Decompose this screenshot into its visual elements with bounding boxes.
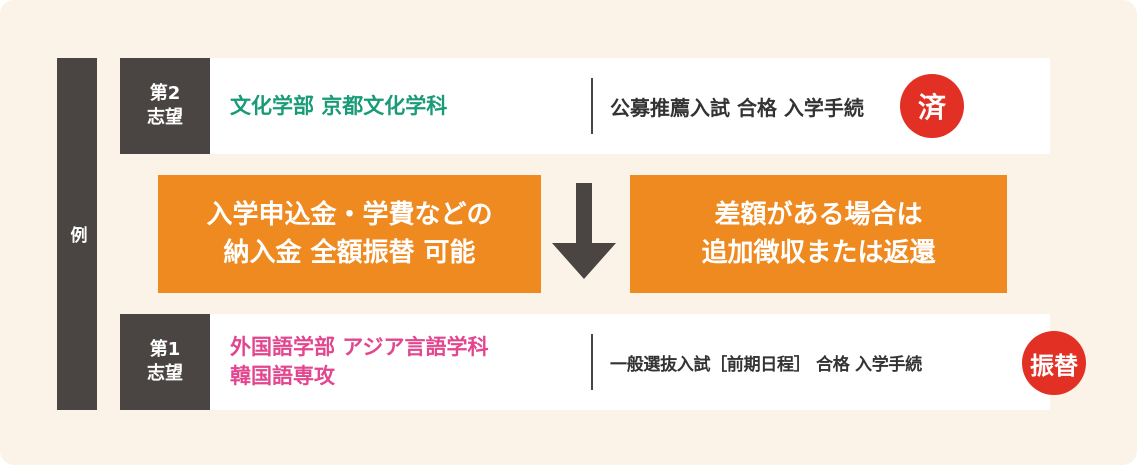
down-arrow-icon bbox=[552, 183, 616, 279]
second-choice-row: 第2 志望 文化学部 京都文化学科 公募推薦入試 合格 入学手続 bbox=[120, 58, 1050, 154]
second-choice-tag-line1: 第2 bbox=[149, 83, 181, 104]
transfer-stamp: 振替 bbox=[1022, 331, 1086, 395]
example-label: 例 bbox=[66, 225, 87, 243]
second-choice-tag: 第2 志望 bbox=[120, 58, 210, 154]
first-choice-tag-line1: 第1 bbox=[149, 339, 181, 360]
first-choice-department-line1: 外国語学部 アジア言語学科 bbox=[230, 335, 489, 359]
transfer-stamp-text: 振替 bbox=[1030, 351, 1078, 380]
difference-note-box: 差額がある場合は 追加徴収または返還 bbox=[630, 175, 1007, 293]
second-choice-divider bbox=[591, 78, 593, 134]
second-choice-department-text: 文化学部 京都文化学科 bbox=[230, 93, 448, 118]
first-choice-tag-line2: 志望 bbox=[147, 363, 183, 384]
first-choice-tag: 第1 志望 bbox=[120, 314, 210, 410]
transfer-note-line1: 入学申込金・学費などの bbox=[206, 200, 493, 230]
completed-stamp: 済 bbox=[900, 74, 964, 138]
transfer-note-line2: 納入金 全額振替 可能 bbox=[223, 238, 476, 268]
first-choice-row: 第1 志望 外国語学部 アジア言語学科 韓国語専攻 一般選抜入試［前期日程］ 合… bbox=[120, 314, 1050, 410]
first-choice-exam-text: 一般選抜入試［前期日程］ 合格 入学手続 bbox=[610, 354, 922, 375]
completed-stamp-text: 済 bbox=[917, 91, 946, 124]
second-choice-exam: 公募推薦入試 合格 入学手続 bbox=[610, 58, 864, 154]
difference-note-line2: 追加徴収または返還 bbox=[701, 238, 936, 268]
second-choice-exam-text: 公募推薦入試 合格 入学手続 bbox=[610, 95, 864, 120]
first-choice-department-line2: 韓国語専攻 bbox=[230, 364, 335, 388]
first-choice-divider bbox=[591, 334, 593, 390]
second-choice-department: 文化学部 京都文化学科 bbox=[230, 58, 447, 154]
first-choice-department: 外国語学部 アジア言語学科 韓国語専攻 bbox=[230, 314, 488, 410]
first-choice-exam: 一般選抜入試［前期日程］ 合格 入学手続 bbox=[610, 314, 922, 410]
transfer-note-box: 入学申込金・学費などの 納入金 全額振替 可能 bbox=[158, 175, 541, 293]
second-choice-tag-line2: 志望 bbox=[147, 107, 183, 128]
difference-note-line1: 差額がある場合は bbox=[714, 200, 923, 230]
example-label-bar: 例 bbox=[57, 58, 97, 410]
